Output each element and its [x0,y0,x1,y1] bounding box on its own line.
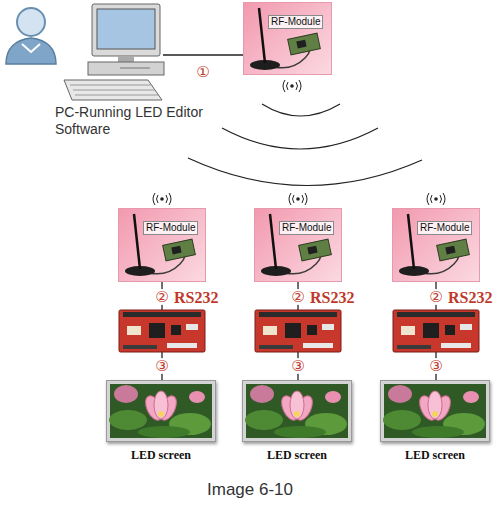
callout-number: ② [291,289,304,305]
callout-number: ③ [429,358,442,374]
led-screen: LED screen [242,380,352,442]
signal-name: RS232 [448,289,492,307]
rf-antenna [261,214,331,276]
connector-line [163,54,243,55]
module-label: RF-Module [417,221,472,235]
pc-workstation: PC-Running LED Editor Software [45,0,163,100]
led-screen: LED screen [106,380,216,442]
antenna-symbol [427,193,445,205]
rf-module: RF-Module [243,2,332,75]
signal-name: RS232 [310,289,354,307]
control-card [255,310,341,352]
keyboard [64,80,162,100]
monitor-stand [118,56,134,62]
pc-caption: PC-Running LED Editor Software [55,104,205,138]
rf-antenna [250,8,320,70]
screen-image [383,384,486,438]
figure-caption: Image 6-10 [0,480,500,500]
screen-label: LED screen [381,448,489,463]
radio-wave [262,104,340,116]
radio-waves [188,104,422,186]
user-collar [22,44,40,52]
antenna-symbol [283,80,301,92]
callout-number: ② [155,289,168,305]
callout-number: ③ [155,358,168,374]
screen-image [109,384,212,438]
radio-wave [222,128,378,149]
monitor [92,4,160,56]
control-card [119,310,205,352]
module-label: RF-Module [279,221,334,235]
callout-number: ② [429,289,442,305]
screen-label: LED screen [107,448,215,463]
drive-slot [120,68,150,69]
radio-wave [188,158,422,186]
signal-name: RS232 [174,289,218,307]
screen-image [245,384,348,438]
rf-module: RF-Module [254,208,342,282]
module-label: RF-Module [143,221,198,235]
monitor-screen [97,9,155,49]
rf-module: RF-Module [118,208,206,282]
desktop-case [88,62,164,75]
led-screen: LED screen [380,380,490,442]
rf-antenna [125,214,195,276]
rf-module: RF-Module [392,208,480,282]
callout-number: ③ [291,358,304,374]
antenna-symbol [153,193,171,205]
user-icon [6,8,56,64]
antenna-symbol [289,193,307,205]
user-head [17,8,45,36]
pc-illustration [64,4,164,100]
module-label: RF-Module [268,15,323,29]
keyboard-keys [70,85,158,95]
user-body [6,38,56,64]
rf-antenna [399,214,469,276]
screen-label: LED screen [243,448,351,463]
control-card [393,310,479,352]
callout-number: ① [196,64,209,80]
